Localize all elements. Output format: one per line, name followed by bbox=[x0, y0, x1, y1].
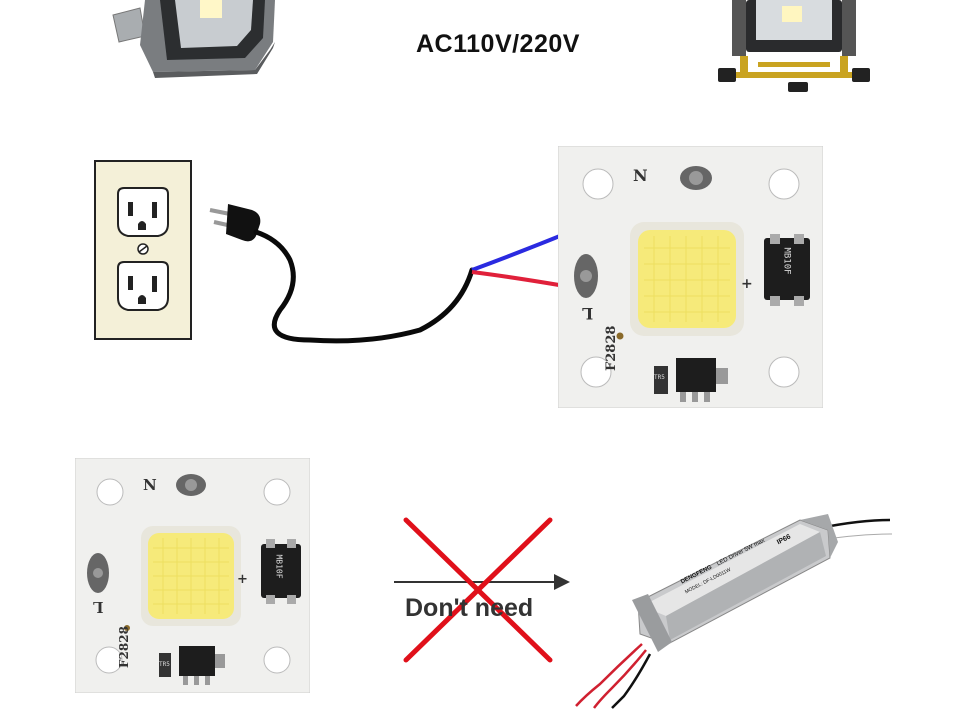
live-label: L bbox=[93, 598, 104, 616]
wall-outlet bbox=[94, 160, 192, 340]
red-cross bbox=[403, 517, 553, 663]
board-code: F2828 bbox=[604, 325, 619, 371]
led-module-bottom: N L + F2828 MB10F TR5 bbox=[74, 457, 311, 694]
floodlight-image-left bbox=[112, 0, 275, 78]
voltage-label: AC110V/220V bbox=[416, 30, 580, 58]
dont-need-label: Don't need bbox=[405, 594, 534, 622]
bridge-code: MB10F bbox=[274, 554, 284, 579]
work-light-image-right bbox=[718, 0, 870, 92]
plus-label: + bbox=[741, 276, 753, 292]
plus-label: + bbox=[237, 572, 248, 587]
regulator-chip bbox=[676, 358, 716, 392]
live-label: L bbox=[582, 304, 594, 323]
resistor-code: TR5 bbox=[654, 374, 665, 381]
led-module-top: N L + F2828 MB10F TR5 bbox=[557, 145, 824, 409]
bridge-rectifier bbox=[764, 238, 810, 300]
driver-panel: Don't need DENGFENG LED Driver 5W max IP… bbox=[380, 484, 900, 709]
board-code: F2828 bbox=[117, 626, 131, 668]
resistor bbox=[654, 366, 668, 394]
outlet-socket-top bbox=[117, 187, 169, 237]
cob-led-chip bbox=[638, 230, 736, 328]
neutral-label: N bbox=[633, 166, 648, 185]
bridge-code: MB10F bbox=[781, 247, 792, 275]
neutral-label: N bbox=[143, 476, 157, 494]
outlet-socket-bottom bbox=[117, 261, 169, 311]
resistor-code: TR5 bbox=[159, 661, 170, 668]
